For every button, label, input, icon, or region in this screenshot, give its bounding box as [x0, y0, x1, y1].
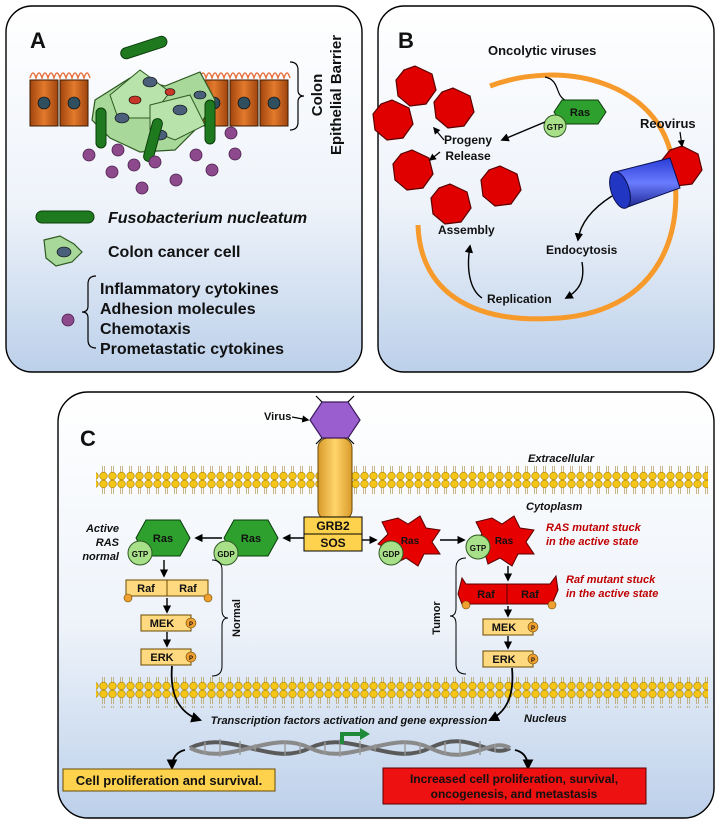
tumor-brace [449, 557, 467, 675]
erk-label-normal: ERK [150, 652, 173, 664]
legend-bacterium: Fusobacterium nucleatum [108, 210, 307, 227]
gdp-label-normal: GDP [217, 550, 235, 559]
raf-label-normal-1: Raf [137, 583, 155, 595]
gtp-icon-mutant [465, 534, 491, 560]
gdp-icon-normal [213, 540, 239, 566]
raf-label-normal-2: Raf [179, 583, 197, 595]
phospho-label: P [531, 626, 535, 632]
ras-mutant-note-1: RAS mutant stuck [546, 522, 642, 534]
gtp-icon-normal [127, 540, 153, 566]
gdp-icon-mutant [378, 540, 404, 566]
phospho-label: P [531, 658, 535, 664]
cancer-cell-cluster [91, 35, 216, 162]
cytokine-icon [61, 313, 75, 327]
raf-mutant-note-2: in the active state [566, 588, 658, 600]
ras-mutant-note-2: in the active state [546, 536, 638, 548]
ras-label-mutant-gtp: Ras [495, 536, 514, 547]
plasma-membrane [96, 465, 708, 496]
grb2-label: GRB2 [316, 519, 350, 533]
release-label: Release [445, 149, 491, 163]
panel-c-frame [57, 391, 715, 819]
cancer-cell-icon [43, 235, 83, 267]
barrier-label-epithelial: Epithelial Barrier [328, 35, 345, 155]
bacterium-icon [35, 210, 95, 224]
gdp-label-mutant: GDP [382, 550, 400, 559]
phospho-icon [185, 651, 197, 663]
phospho-icon [203, 593, 213, 603]
sos-box [303, 533, 363, 552]
phospho-icon [527, 621, 539, 633]
extracellular-label: Extracellular [528, 453, 595, 465]
cell-membrane [415, 72, 679, 322]
erk-label-mutant: ERK [492, 654, 515, 666]
legend-cancer-cell: Colon cancer cell [108, 244, 241, 261]
barrier-brace [289, 61, 305, 131]
ras-gdp-normal [223, 519, 279, 557]
epithelial-cells [29, 72, 291, 127]
legend-item-chemotaxis: Chemotaxis [100, 321, 191, 338]
panel-b-letter: B [398, 28, 414, 53]
barrier-label-colon: Colon [309, 74, 326, 117]
gtp-label-b: GTP [547, 123, 564, 132]
active-ras-label-1: Active [85, 523, 119, 535]
phospho-label: P [189, 622, 193, 628]
panel-a-letter: A [30, 28, 46, 53]
ras-label-mutant-gdp: Ras [401, 536, 420, 547]
legend-brace [81, 275, 97, 349]
replication-label: Replication [487, 292, 552, 306]
panel-a: A [5, 5, 363, 373]
reovirus-icon [609, 145, 703, 209]
mek-label-mutant: MEK [492, 622, 517, 634]
gtp-icon-b [543, 114, 567, 138]
raf-mutant-note-1: Raf mutant stuck [566, 574, 656, 586]
outcome-normal-box [62, 768, 276, 792]
outcome-normal-label: Cell proliferation and survival. [76, 773, 262, 788]
phospho-icon [461, 600, 471, 610]
nucleus-label: Nucleus [524, 713, 567, 725]
ras-label-normal-gtp: Ras [153, 533, 173, 545]
active-ras-label-2: RAS [96, 537, 120, 549]
outcome-tumor-box [382, 767, 647, 805]
raf-label-mutant-2: Raf [521, 589, 539, 601]
raf-label-mutant-1: Raf [477, 589, 495, 601]
oncolytic-viruses-title: Oncolytic viruses [488, 43, 596, 58]
gtp-label-normal: GTP [132, 550, 149, 559]
legend-item-inflammatory: Inflammatory cytokines [100, 281, 279, 298]
phospho-icon [527, 653, 539, 665]
panel-c-letter: C [80, 426, 96, 451]
ras-label-b: Ras [570, 107, 590, 119]
endocytosis-label: Endocytosis [546, 243, 618, 257]
sos-label: SOS [320, 536, 345, 550]
normal-label: Normal [231, 599, 243, 637]
ras-label-normal-gdp: Ras [241, 533, 261, 545]
dna-helix-icon [189, 728, 512, 757]
active-ras-label-3: normal [82, 551, 120, 563]
progeny-viruses [372, 65, 522, 225]
progeny-label: Progeny [444, 133, 492, 147]
gtp-label-mutant: GTP [470, 544, 487, 553]
transcription-label: Transcription factors activation and gen… [211, 715, 488, 727]
mek-label-normal: MEK [150, 618, 175, 630]
cytoplasm-label: Cytoplasm [526, 501, 582, 513]
legend-item-adhesion: Adhesion molecules [100, 301, 256, 318]
assembly-label: Assembly [438, 223, 495, 237]
outcome-tumor-label-1: Increased cell proliferation, survival, [410, 772, 618, 786]
panel-c: C Extracellular Cytoplasm Nucleus Virus … [57, 391, 715, 819]
receptor [317, 437, 353, 521]
nuclear-membrane [96, 677, 708, 708]
phospho-icon [185, 617, 197, 629]
normal-brace [211, 559, 229, 677]
reovirus-label: Reovirus [640, 116, 696, 131]
tumor-label: Tumor [431, 601, 443, 635]
phospho-icon [547, 600, 557, 610]
panel-b: B Oncolytic viruses Reovirus Ras GTP Pro… [372, 5, 715, 373]
outcome-tumor-label-2: oncogenesis, and metastasis [431, 787, 598, 801]
phospho-icon [123, 593, 133, 603]
phospho-label: P [189, 656, 193, 662]
cytokine-dots [82, 126, 242, 195]
virus-label: Virus [264, 411, 291, 423]
legend-item-prometastatic: Prometastatic cytokines [100, 341, 284, 358]
ras-icon [553, 99, 607, 125]
